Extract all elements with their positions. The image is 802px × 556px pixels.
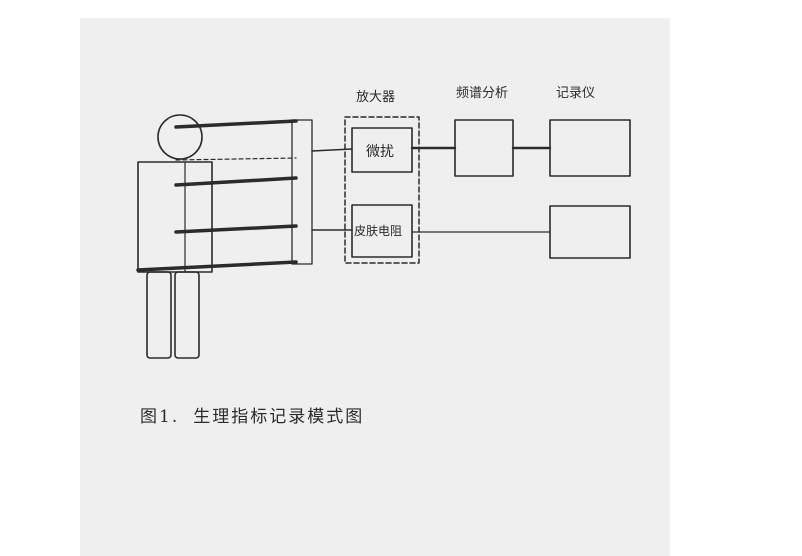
figure-title: 生理指标记录模式图 (193, 407, 365, 427)
skin-box (351, 204, 413, 258)
micro-label: 微扰 (366, 144, 394, 160)
amplifier-label: 放大器 (356, 90, 396, 105)
figure-caption: 图1. 生理指标记录模式图 (140, 402, 378, 427)
collar-dashed (175, 157, 297, 161)
skin-label: 皮肤电阻 (354, 224, 403, 238)
spectrum-label: 频谱分析 (456, 86, 509, 101)
recorder-box-top (549, 119, 631, 177)
recorder-box-bottom (549, 205, 631, 259)
amplifier-group (344, 116, 420, 264)
torso (137, 161, 213, 273)
head (157, 114, 203, 160)
recorder-label: 记录仪 (556, 86, 596, 101)
amp-input-lines (311, 148, 353, 231)
left-leg (146, 271, 172, 359)
figure-number: 图1. (140, 407, 180, 427)
spectrum-box (454, 119, 514, 177)
electrode-leads (136, 119, 298, 272)
paper-background (80, 18, 670, 556)
micro-box (351, 127, 413, 173)
lead-frame (291, 119, 313, 265)
right-leg (174, 271, 200, 359)
human-figure (137, 114, 297, 359)
